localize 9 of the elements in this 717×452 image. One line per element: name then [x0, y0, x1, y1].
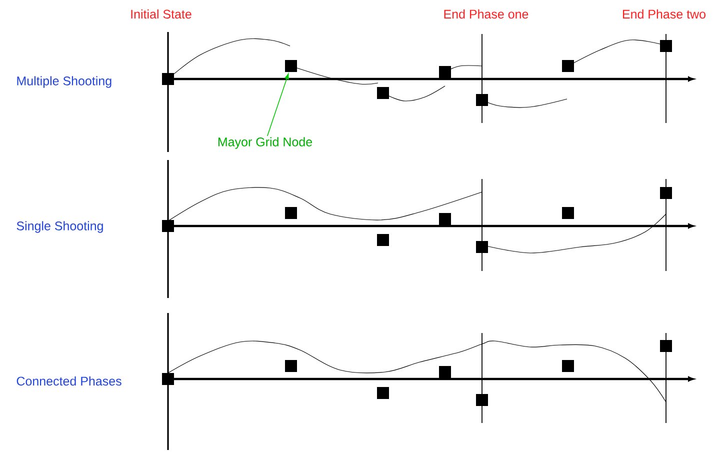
leader-line [266, 73, 289, 136]
column-heading: End Phase two [622, 9, 706, 19]
grid-node-square [285, 60, 297, 72]
row-label: Connected Phases [16, 376, 122, 386]
row-label: Multiple Shooting [17, 76, 112, 88]
row-label: Single Shooting [16, 221, 103, 233]
column-heading: End Phase one [444, 9, 528, 19]
callout-text: Mayor Grid Node [218, 137, 312, 149]
column-heading: Initial State [131, 9, 192, 19]
